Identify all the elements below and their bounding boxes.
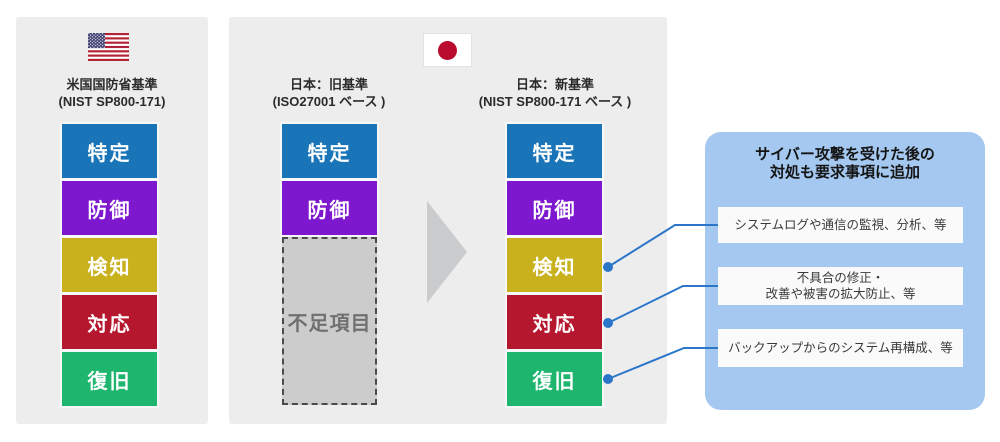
transition-arrow-icon [427,201,467,303]
us-panel-title-line2: (NIST SP800-171) [58,94,166,109]
us-standard-panel: 米国国防省基準 (NIST SP800-171) 特定 防御 検知 対応 復旧 [16,17,208,424]
callout-title: サイバー攻撃を受けた後の 対処も要求事項に追加 [705,146,985,182]
category-box-recover: 復旧 [62,352,157,406]
japan-old-title-line2: (ISO27001 ベース ) [272,94,386,109]
category-box-protect: 防御 [507,181,602,235]
us-panel-title: 米国国防省基準 (NIST SP800-171) [16,76,208,110]
japan-old-category-stack: 特定 防御 [282,124,377,235]
category-box-respond: 対応 [507,295,602,349]
category-box-recover: 復旧 [507,352,602,406]
category-box-protect: 防御 [282,181,377,235]
missing-items-box: 不足項目 [282,237,377,405]
callout-title-line1: サイバー攻撃を受けた後の [755,146,935,163]
category-box-identify: 特定 [62,124,157,178]
us-panel-title-line1: 米国国防省基準 [66,77,158,92]
japan-new-category-stack: 特定 防御 検知 対応 復旧 [507,124,602,406]
japan-new-title-line2: (NIST SP800-171 ベース ) [478,94,632,109]
callout-item-respond: 不具合の修正・ 改善や被害の拡大防止、等 [718,267,963,305]
category-box-detect: 検知 [507,238,602,292]
japan-new-title-line1: 日本：新基準 [515,77,594,92]
category-box-detect: 検知 [62,238,157,292]
callout-title-line2: 対処も要求事項に追加 [769,164,920,181]
japan-flag-sun [438,40,457,60]
japan-old-standard-title: 日本：旧基準 (ISO27001 ベース ) [244,76,414,110]
category-box-protect: 防御 [62,181,157,235]
callout-item-detect: システムログや通信の監視、分析、等 [718,207,963,243]
japan-old-title-line1: 日本：旧基準 [289,77,368,92]
callout-item-recover: バックアップからのシステム再構成、等 [718,329,963,367]
japan-new-standard-title: 日本：新基準 (NIST SP800-171 ベース ) [455,76,655,110]
category-box-identify: 特定 [507,124,602,178]
us-category-stack: 特定 防御 検知 対応 復旧 [62,124,157,406]
category-box-respond: 対応 [62,295,157,349]
japan-flag-icon [423,33,472,67]
category-box-identify: 特定 [282,124,377,178]
callout-panel: サイバー攻撃を受けた後の 対処も要求事項に追加 システムログや通信の監視、分析、… [705,132,985,410]
us-flag-icon [88,33,129,61]
